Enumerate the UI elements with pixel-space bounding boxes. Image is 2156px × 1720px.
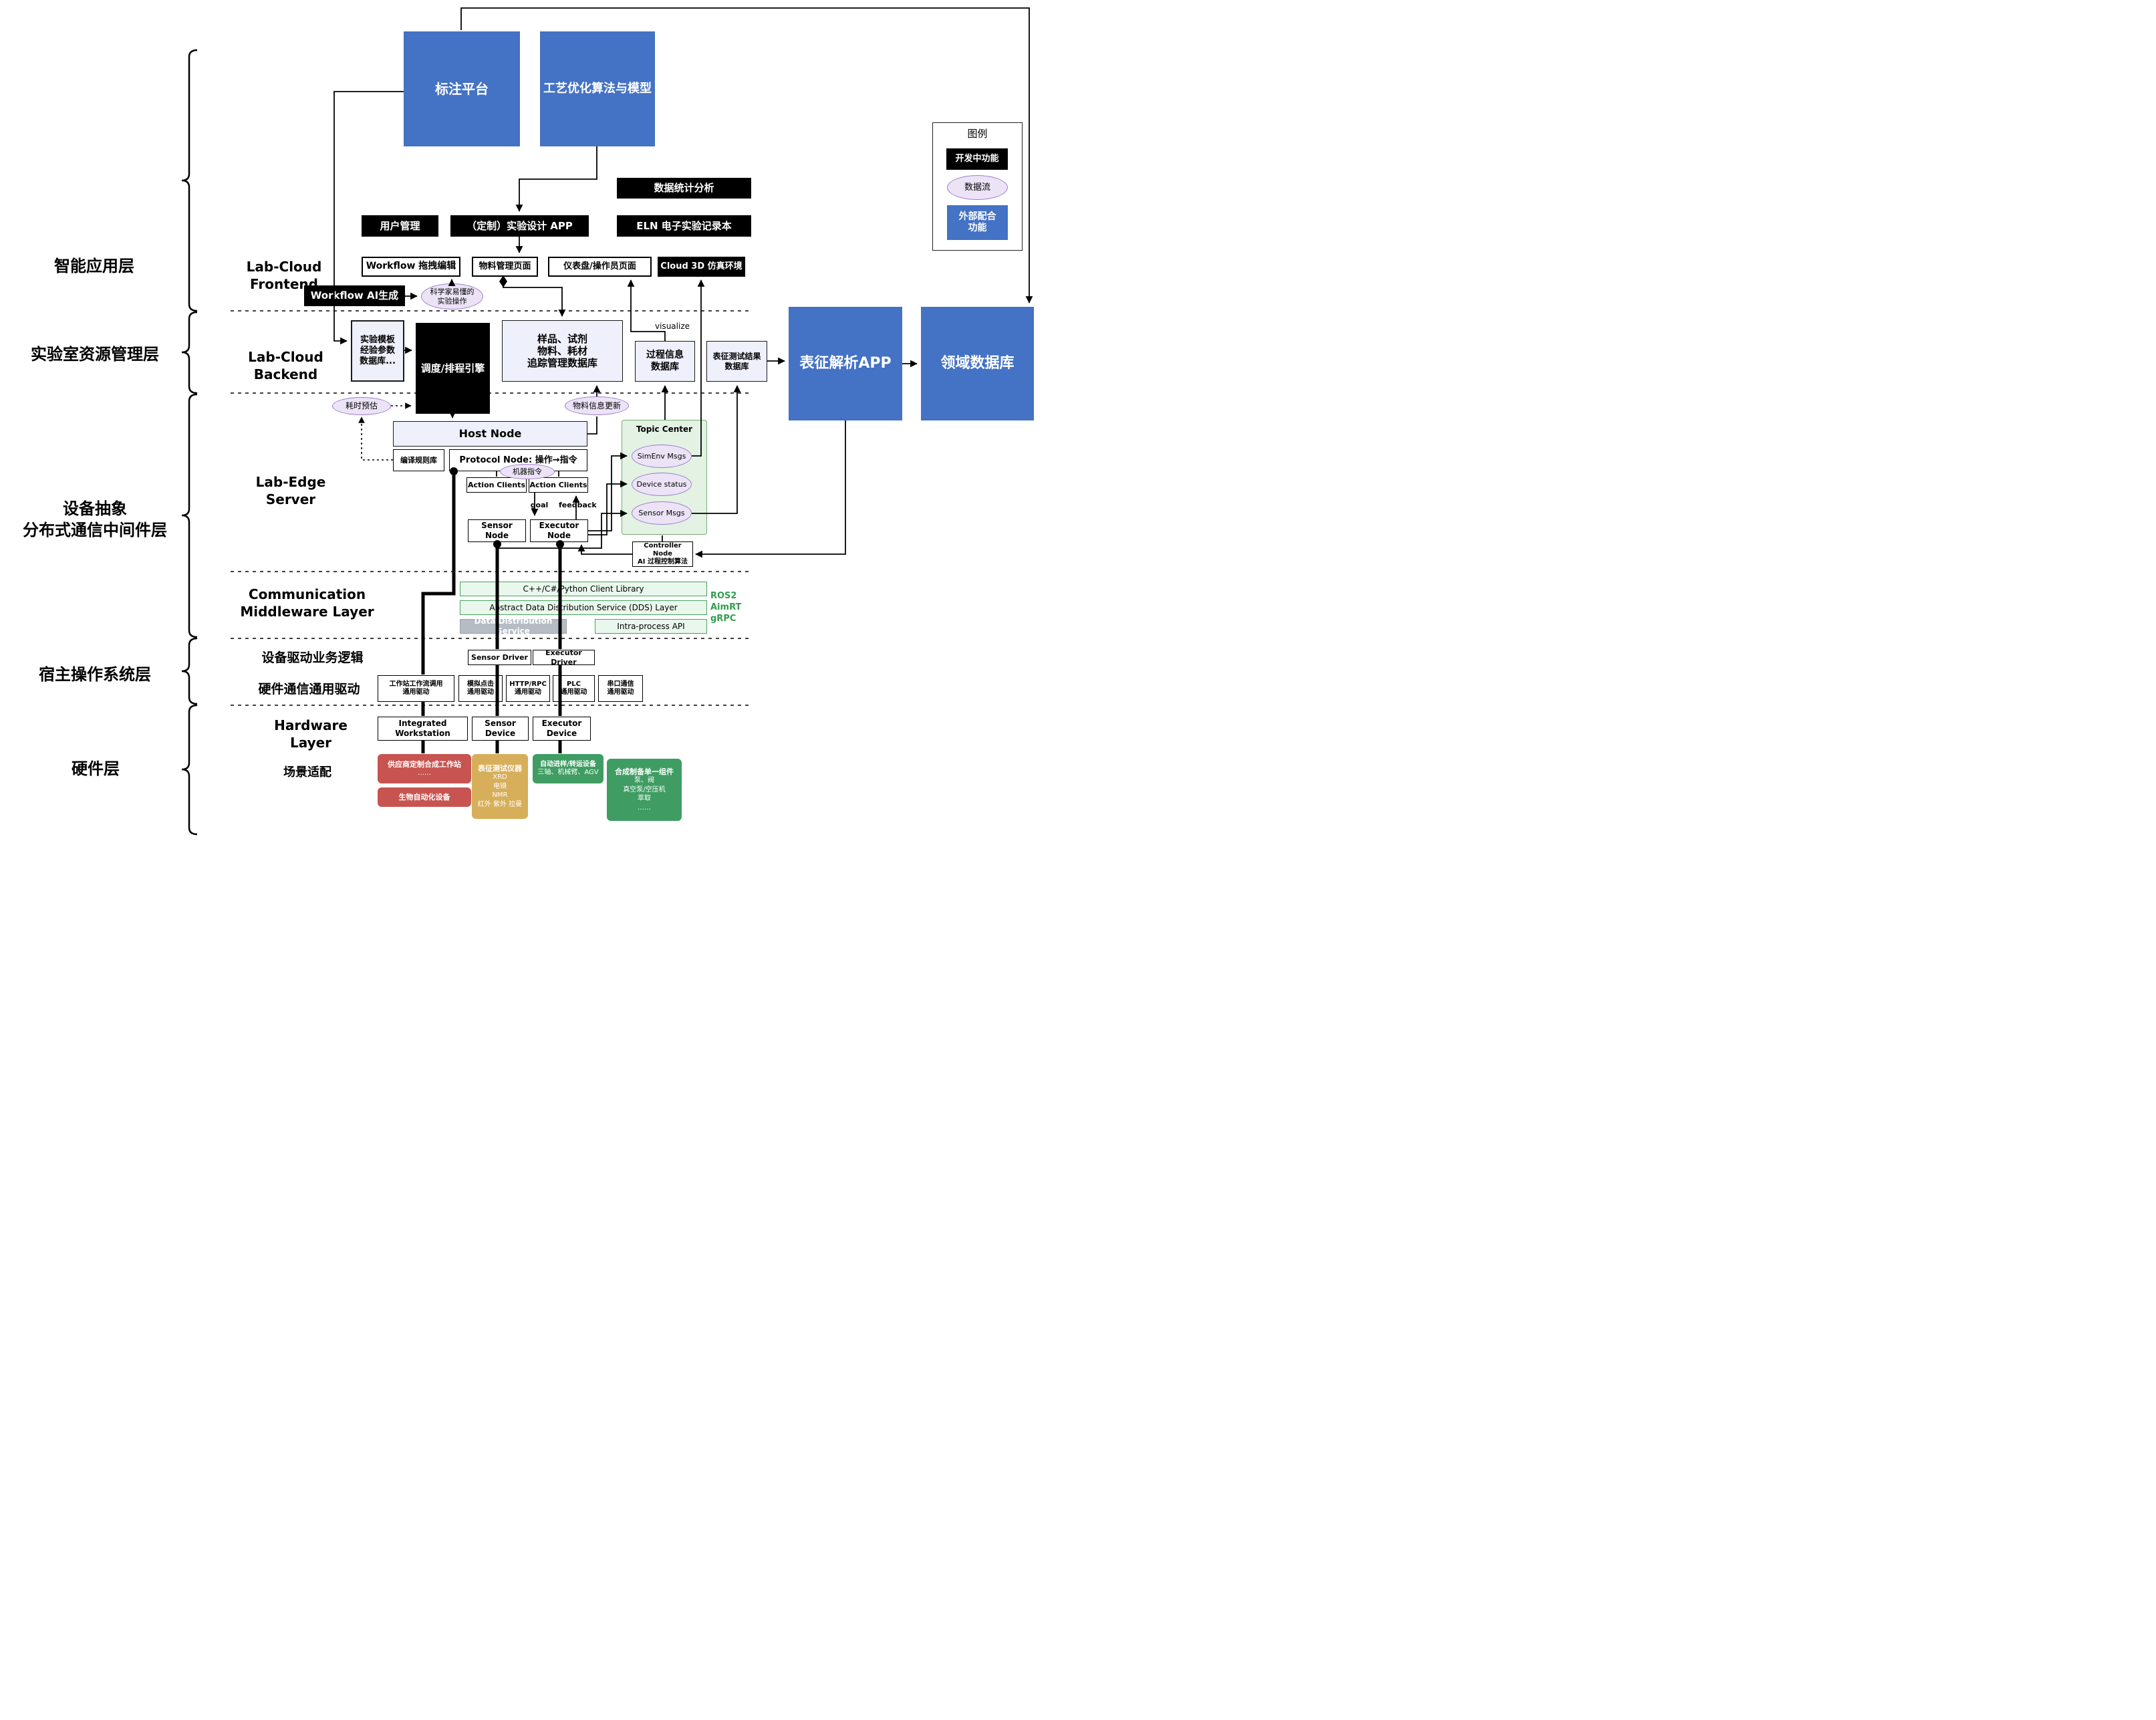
layer-label-host-os: 宿主操作系统层 xyxy=(39,665,151,684)
cloud-3d-box: Cloud 3D 仿真环境 xyxy=(658,257,745,277)
drv-serial-box: 串口通信 通用驱动 xyxy=(598,675,643,702)
controller-node-box: Controller Node AI 过程控制算法 xyxy=(632,541,693,567)
process-optimization-box: 工艺优化算法与模型 xyxy=(540,31,655,146)
layer-label-hardware: 硬件层 xyxy=(72,759,120,778)
time-estimate-ellipse: 耗时预估 xyxy=(332,397,391,415)
executor-driver-box: Executor Driver xyxy=(533,648,595,666)
characterization-app-box: 表征解析APP xyxy=(789,307,902,420)
goal-label: goal xyxy=(530,501,549,509)
process-db-box: 过程信息 数据库 xyxy=(635,341,695,382)
sci-ops-ellipse: 科学家易懂的 实验操作 xyxy=(421,283,483,310)
legend-title: 图例 xyxy=(967,128,988,140)
sensor-driver-box: Sensor Driver xyxy=(468,650,531,665)
edge-section-label: Lab-Edge Server xyxy=(255,474,326,507)
sampler-box: 自动进样/转运设备 三轴、机械臂、AGV xyxy=(533,754,603,783)
hardware-section-label: Hardware Layer xyxy=(274,717,348,751)
char-instrument-title: 表征测试仪器 xyxy=(478,763,522,773)
workflow-ai-box: Workflow AI生成 xyxy=(304,285,405,306)
scene-label: 场景适配 xyxy=(283,765,331,779)
executor-device-box: Executor Device xyxy=(533,717,591,741)
host-node-box: Host Node xyxy=(393,421,587,447)
feedback-label: feedback xyxy=(559,501,597,509)
bio-auto-box: 生物自动化设备 xyxy=(378,787,471,807)
backend-section-label: Lab-Cloud Backend xyxy=(248,349,323,382)
eln-box: ELN 电子实验记录本 xyxy=(617,215,751,237)
legend-data-flow-chip: 数据流 xyxy=(947,175,1008,200)
visualize-label: visualize xyxy=(655,322,690,331)
topic-center-title: Topic Center xyxy=(636,424,693,434)
dashboard-box: 仪表盘/操作员页面 xyxy=(548,257,652,277)
char-instrument-lines: XRD 电镜 NMR 红外 紫外 拉曼 xyxy=(477,773,523,808)
dds-service-box: Data Distribution Service xyxy=(460,616,567,636)
architecture-diagram: 标注平台 工艺优化算法与模型 图例 开发中功能 数据流 外部配合 功能 智能应用… xyxy=(0,0,1048,836)
synth-component-box: 合成制备单一组件 泵、阀 真空泵/空压机 萃取 …… xyxy=(607,759,682,821)
domain-db-box: 领域数据库 xyxy=(921,307,1034,420)
stats-box: 数据统计分析 xyxy=(617,178,751,199)
vendor-workstation-sub: …… xyxy=(418,769,431,777)
char-instrument-box: 表征测试仪器 XRD 电镜 NMR 红外 紫外 拉曼 xyxy=(472,754,528,819)
annotation-platform-box: 标注平台 xyxy=(404,31,520,146)
drv-click-box: 模拟点击 通用驱动 xyxy=(458,675,503,702)
sensor-msgs-ellipse: Sensor Msgs xyxy=(632,501,692,525)
compile-rules-box: 编译规则库 xyxy=(393,449,444,471)
design-app-box: （定制）实验设计 APP xyxy=(450,215,589,237)
workflow-edit-box: Workflow 拖拽编辑 xyxy=(362,257,460,277)
synth-component-lines: 泵、阀 真空泵/空压机 萃取 …… xyxy=(623,777,666,812)
sensor-node-box: Sensor Node xyxy=(468,519,526,542)
layer-braces xyxy=(181,49,198,836)
result-db-box: 表征测试结果 数据库 xyxy=(706,341,767,382)
protocol-node-box: Protocol Node: 操作→指令 xyxy=(449,449,587,471)
action-clients-left-box: Action Clients xyxy=(466,477,527,493)
middleware-section-label: Communication Middleware Layer xyxy=(240,586,374,620)
user-mgmt-box: 用户管理 xyxy=(362,215,438,237)
simenv-msgs-ellipse: SimEnv Msgs xyxy=(632,445,692,468)
layer-label-resource: 实验室资源管理层 xyxy=(31,345,159,364)
driver-logic-label: 设备驱动业务逻辑 xyxy=(261,650,364,665)
synth-component-title: 合成制备单一组件 xyxy=(615,767,674,776)
sampler-title: 自动进样/转运设备 xyxy=(540,760,596,768)
legend-in-dev-chip: 开发中功能 xyxy=(946,148,1008,170)
scheduler-box: 调度/排程引擎 xyxy=(416,323,490,414)
intra-process-api-box: Intra-process API xyxy=(595,619,707,634)
layer-label-device: 设备抽象 分布式通信中间件层 xyxy=(23,499,167,540)
vendor-workstation-box: 供应商定制合成工作站 …… xyxy=(378,754,471,783)
machine-cmd-ellipse: 机器指令 xyxy=(500,464,555,479)
dds-abstract-box: Abstract Data Distribution Service (DDS)… xyxy=(460,600,707,615)
sensor-device-box: Sensor Device xyxy=(472,717,529,741)
middleware-stack-label: ROS2 AimRT gRPC xyxy=(710,591,742,624)
sampler-sub: 三轴、机械臂、AGV xyxy=(537,769,599,776)
template-db-box: 实验模板 经验参数 数据库... xyxy=(351,320,404,382)
action-clients-right-box: Action Clients xyxy=(529,477,588,493)
vendor-workstation-title: 供应商定制合成工作站 xyxy=(388,760,461,769)
client-library-box: C++/C#/Python Client Library xyxy=(460,582,707,596)
sample-db-box: 样品、试剂 物料、耗材 追踪管理数据库 xyxy=(502,320,623,382)
integrated-workstation-box: Integrated Workstation xyxy=(378,717,468,741)
material-update-ellipse: 物料信息更新 xyxy=(565,396,629,415)
drv-workstation-box: 工作站工作流调用 通用驱动 xyxy=(378,675,454,702)
legend-external-chip: 外部配合 功能 xyxy=(947,205,1008,240)
drv-http-box: HTTP/RPC 通用驱动 xyxy=(506,675,550,702)
drv-plc-box: PLC 通用驱动 xyxy=(553,675,595,702)
device-status-ellipse: Device status xyxy=(632,473,692,496)
layer-label-app: 智能应用层 xyxy=(54,257,134,275)
material-page-box: 物料管理页面 xyxy=(472,257,538,277)
hw-comm-label: 硬件通信通用驱动 xyxy=(258,682,360,697)
executor-node-box: Executor Node xyxy=(530,519,588,542)
